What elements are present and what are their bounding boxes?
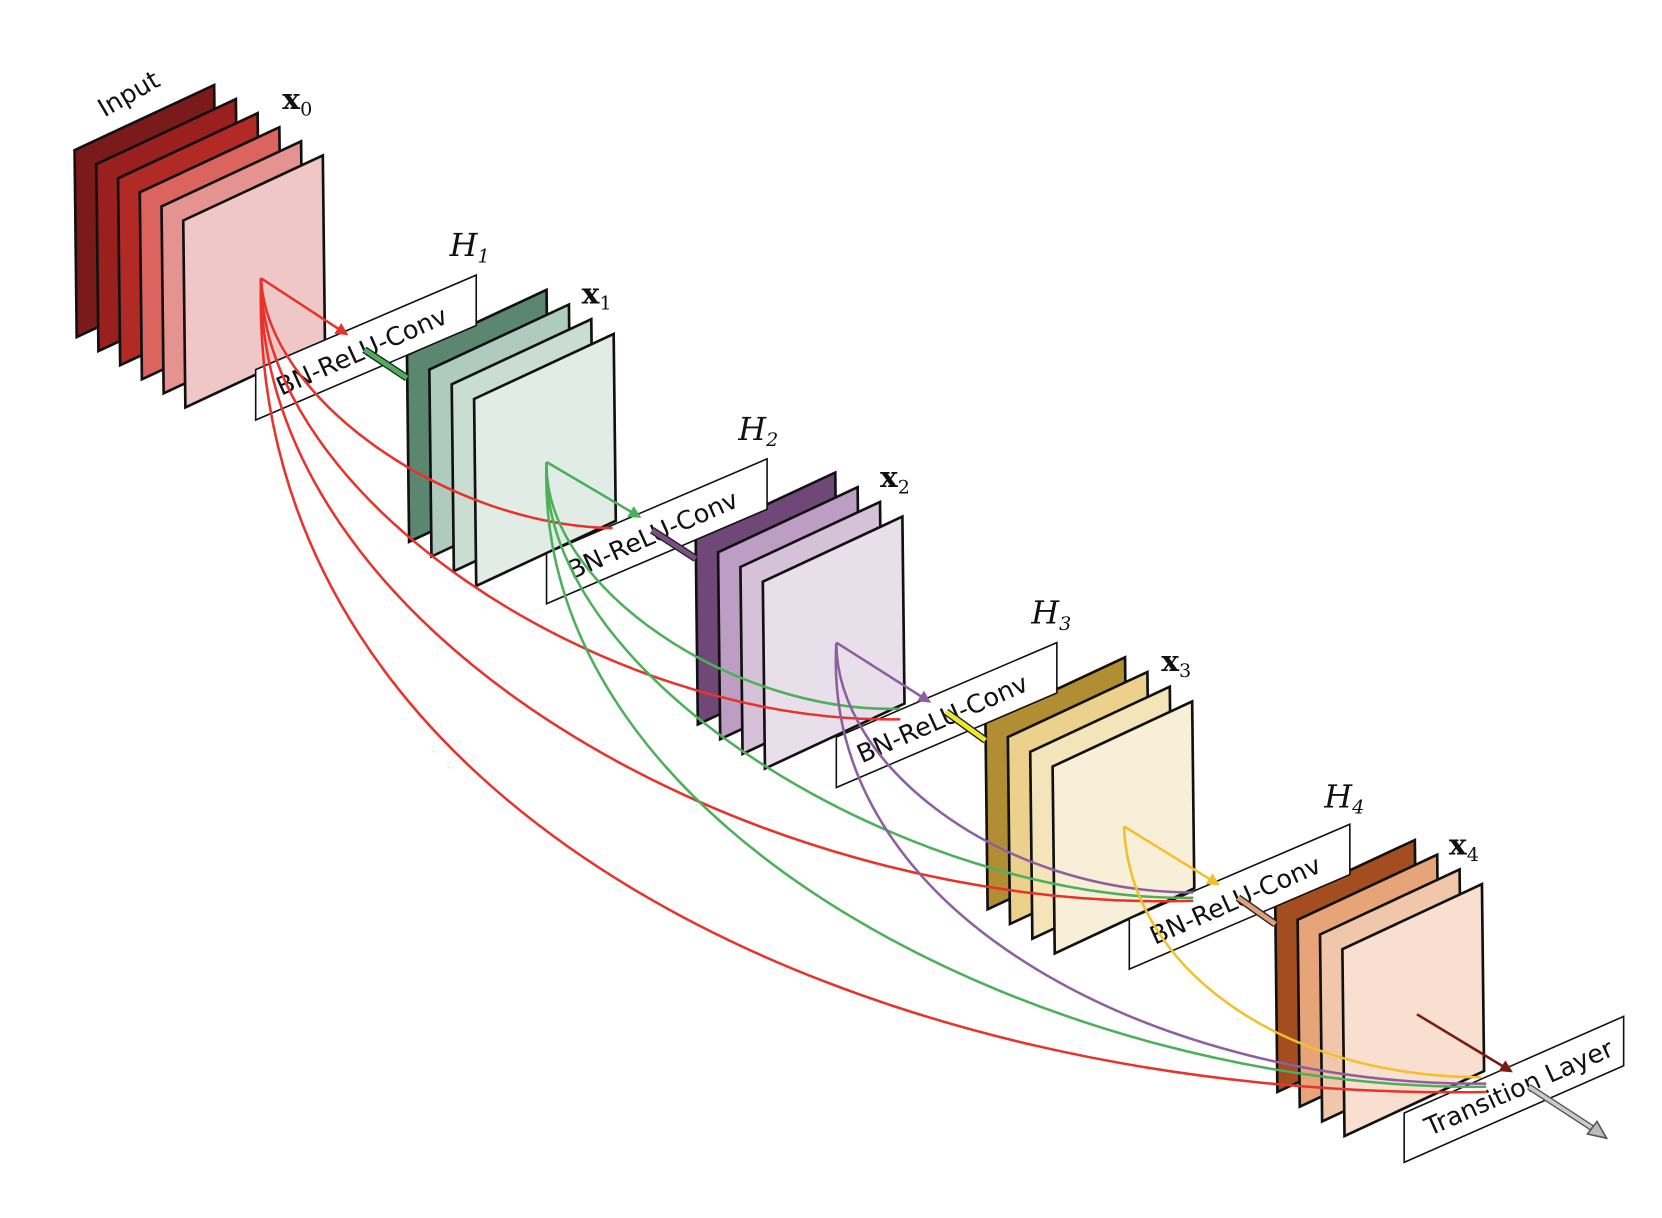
connection-arrow bbox=[259, 278, 1487, 1094]
connection-arrow bbox=[835, 641, 932, 703]
connection-arrow bbox=[259, 278, 901, 721]
connection-arrow bbox=[259, 278, 613, 530]
layer-connector-fill bbox=[944, 709, 987, 743]
connection-arrow bbox=[1416, 1013, 1513, 1073]
h-label: H1 bbox=[449, 228, 490, 267]
h-label: H4 bbox=[1323, 780, 1364, 819]
connection-arrow bbox=[1122, 826, 1481, 1079]
connection-arrow bbox=[545, 460, 642, 518]
connection-arrow bbox=[835, 642, 1194, 894]
feature-label-x0: x0 bbox=[282, 81, 312, 120]
output-arrow-fill bbox=[1527, 1085, 1600, 1134]
connection-arrow bbox=[1123, 825, 1220, 886]
dense-connections bbox=[259, 277, 1609, 1140]
layer-connector-fill bbox=[1236, 895, 1277, 926]
output-arrowhead-icon bbox=[1586, 1119, 1609, 1140]
block1-plane bbox=[472, 331, 618, 588]
h-label: H2 bbox=[737, 412, 778, 451]
connection-arrow bbox=[834, 642, 1487, 1085]
layer-connector-fill bbox=[363, 347, 409, 380]
feature-map-planes bbox=[73, 82, 1486, 1139]
feature-label-x3: x3 bbox=[1161, 643, 1191, 682]
connection-arrow bbox=[545, 461, 1487, 1089]
connection-arrow bbox=[260, 277, 349, 336]
connection-arrow bbox=[259, 278, 1194, 903]
feature-label-x2: x2 bbox=[880, 459, 910, 498]
connection-arrow bbox=[545, 461, 901, 711]
connection-arrow bbox=[545, 461, 1194, 900]
h-label: H3 bbox=[1030, 596, 1071, 635]
layer-connector-fill bbox=[650, 528, 698, 561]
feature-label-x1: x1 bbox=[582, 276, 612, 315]
feature-label-x4: x4 bbox=[1449, 827, 1479, 866]
